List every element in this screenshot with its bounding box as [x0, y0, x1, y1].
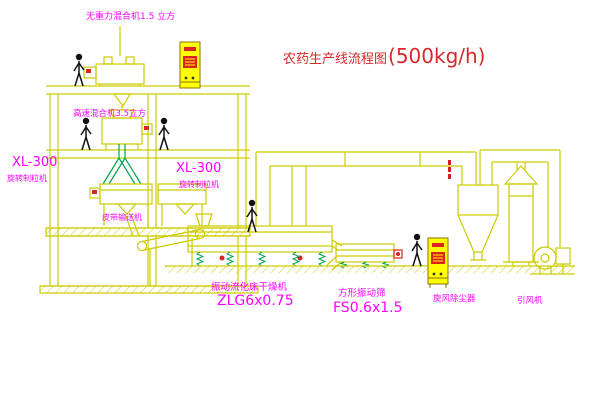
worker-icon	[158, 117, 170, 151]
dust-collector-stack	[503, 162, 539, 266]
high-speed-mixer	[101, 109, 153, 150]
worker-icon	[411, 233, 423, 267]
label-belt-conveyor: 皮带输送机	[102, 213, 142, 222]
label-granulator-left-model: XL-300	[12, 155, 58, 170]
label-granulator-mid-model: XL-300	[176, 161, 222, 176]
diagram-title-text: 农药生产线流程图	[283, 52, 388, 67]
gravity-free-mixer	[83, 56, 145, 110]
label-fan: 引风机	[517, 296, 543, 306]
diagram-title: 农药生产线流程图(500kg/h)	[283, 44, 486, 68]
ground-line	[165, 265, 575, 273]
dryer-springs	[195, 251, 327, 267]
rotary-granulator-left	[89, 183, 153, 237]
diagram-title-capacity: (500kg/h)	[388, 44, 486, 68]
control-cabinet-top	[179, 41, 201, 89]
worker-icon	[73, 53, 85, 87]
label-cyclone: 旋风除尘器	[433, 294, 476, 304]
label-dryer-name: 振动流化床干燥机	[211, 282, 288, 293]
square-vibrating-sieve	[326, 239, 403, 271]
fluid-bed-dryer	[187, 152, 333, 261]
exhaust-duct	[256, 151, 477, 185]
label-dryer-model: ZLG6x0.75	[217, 293, 294, 309]
label-high-speed-mixer: 高速混合机3.5立方	[73, 109, 147, 119]
label-granulator-mid-name: 旋转制粒机	[179, 180, 219, 189]
control-cabinet-right	[427, 237, 449, 288]
y-discharge-chute	[102, 144, 142, 185]
rotary-granulator-mid	[157, 183, 207, 226]
worker-icon	[80, 117, 92, 151]
building-structure	[39, 26, 259, 294]
label-sieve-name: 方形振动筛	[338, 288, 386, 299]
label-sieve-model: FS0.6x1.5	[333, 300, 403, 316]
label-gravity-free-mixer: 无重力混合机1.5 立方	[86, 12, 176, 22]
cyclone-separator	[448, 149, 561, 261]
label-granulator-left-name: 旋转制粒机	[7, 174, 47, 183]
